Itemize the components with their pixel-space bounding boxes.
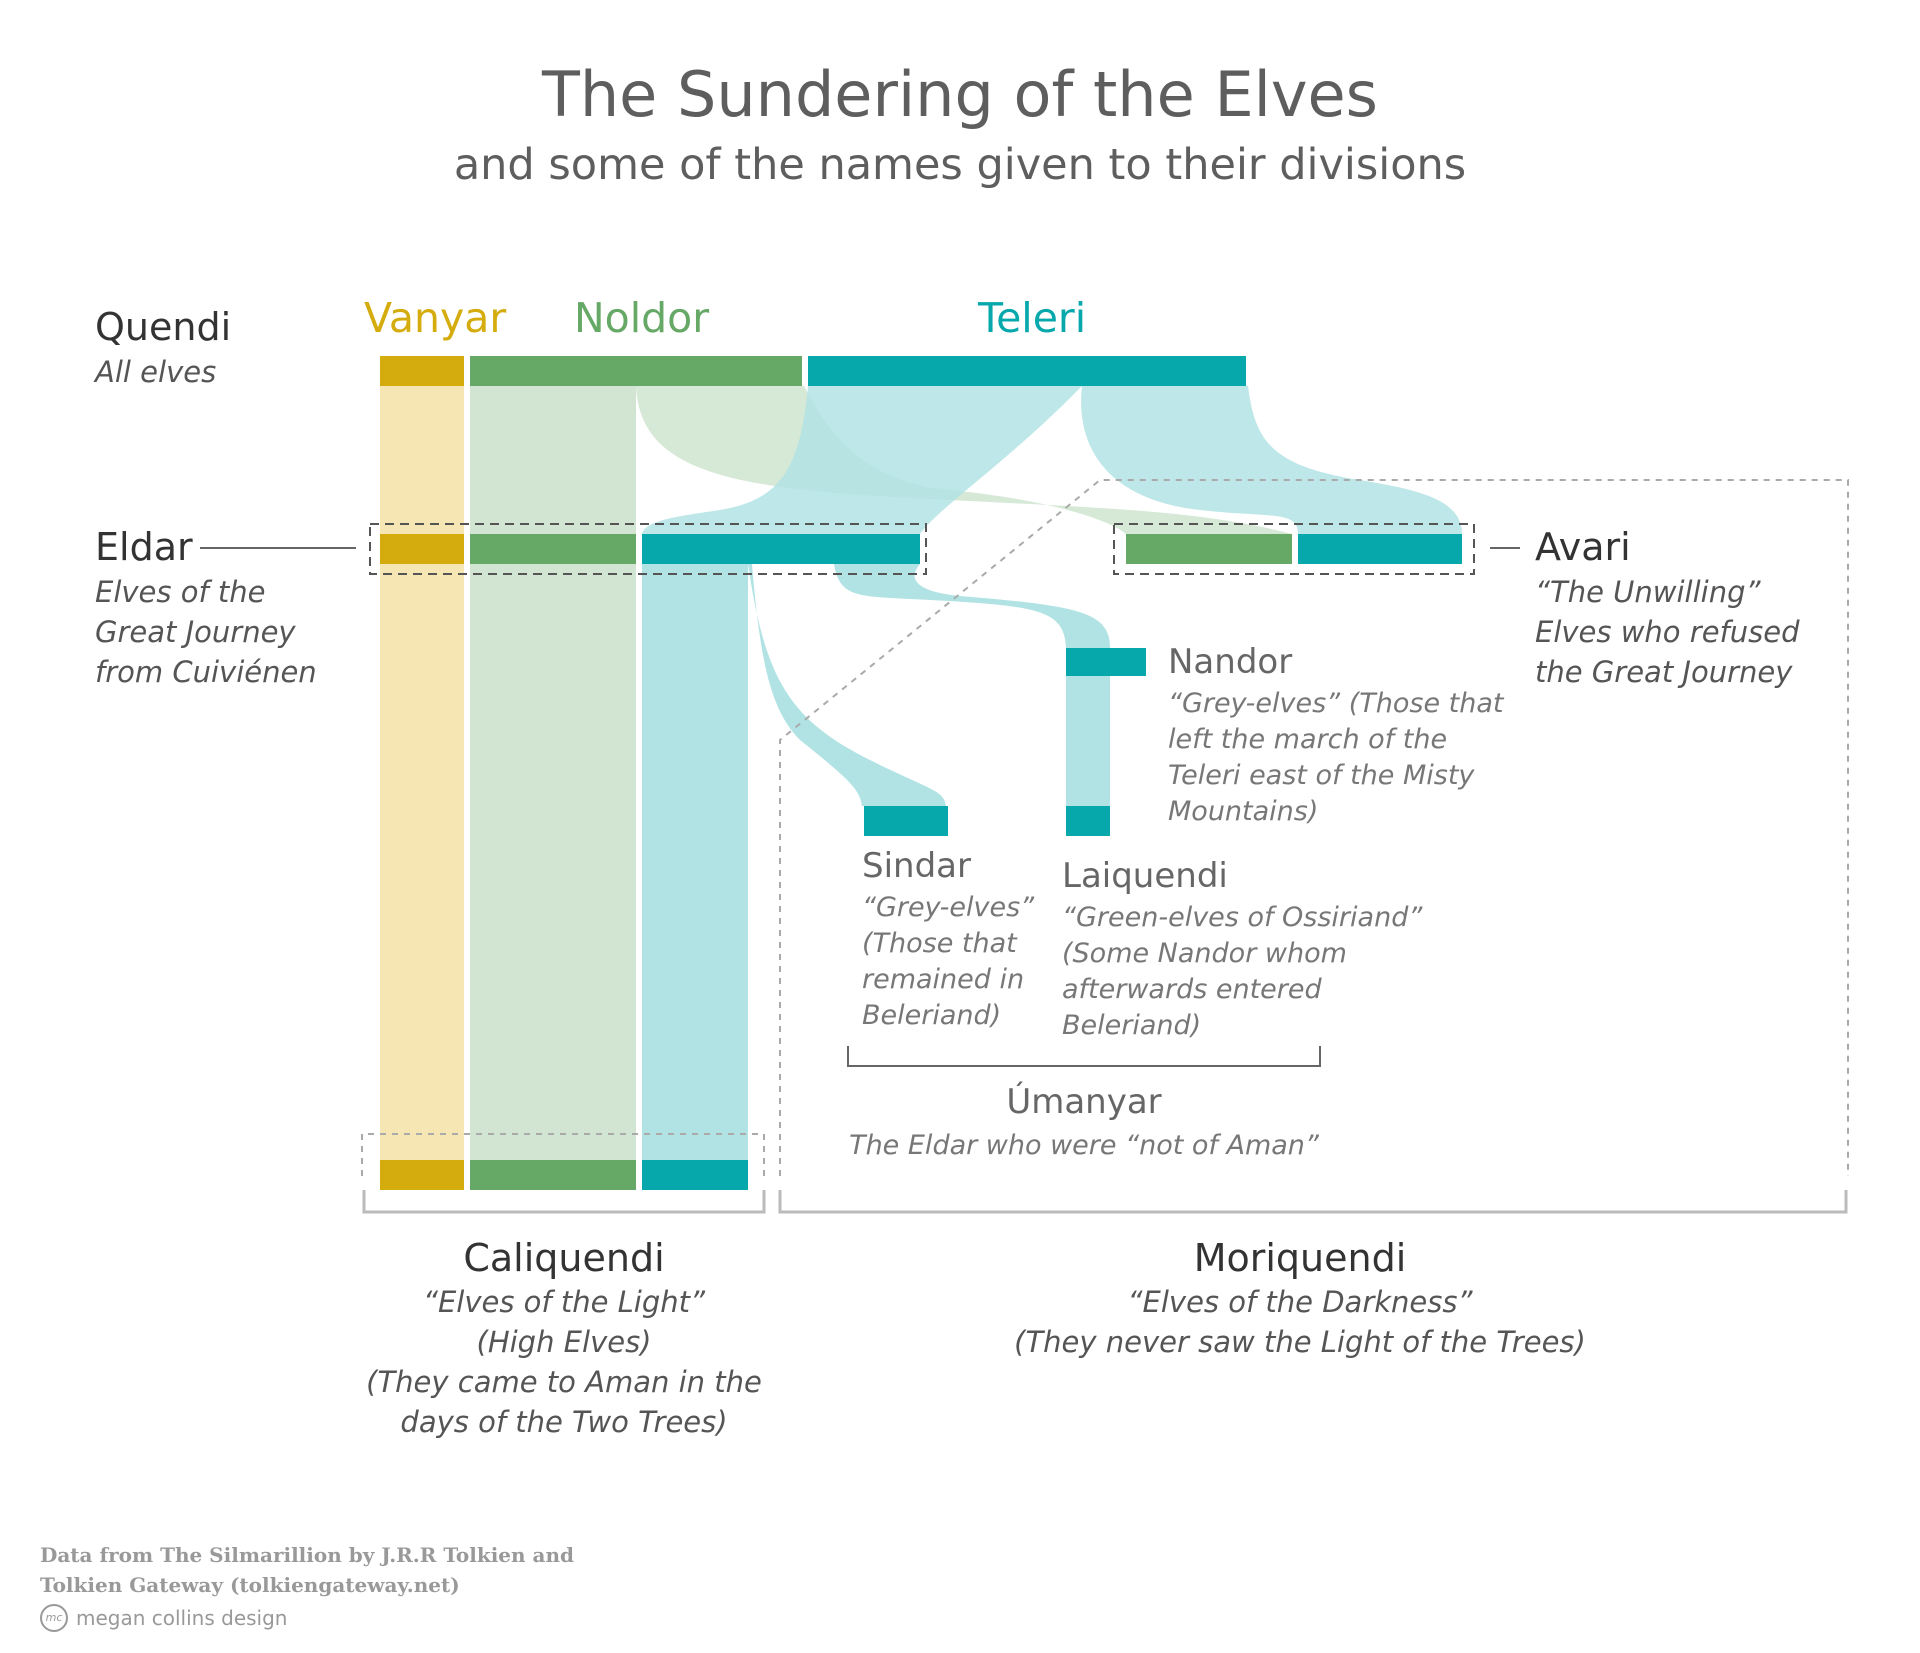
nandor-name: Nandor	[1168, 642, 1293, 682]
avari-desc-line: “The Unwilling”	[1535, 575, 1761, 609]
sindar-desc-line: remained in	[862, 964, 1025, 995]
umanyar-name: Úmanyar	[1006, 1082, 1162, 1122]
caliquendi-desc: “Elves of the Light” (High Elves) (They …	[314, 1282, 814, 1442]
moriquendi-desc-line: (They never saw the Light of the Trees)	[1014, 1325, 1586, 1359]
brand-logo: mc	[40, 1604, 68, 1632]
umanyar-bracket	[847, 1046, 1321, 1067]
avari-desc: “The Unwilling” Elves who refused the Gr…	[1535, 572, 1799, 692]
nandor-desc-line: Mountains)	[1168, 796, 1319, 827]
sindar-desc-line: “Grey-elves”	[862, 892, 1035, 923]
brand-text: megan collins design	[76, 1606, 288, 1630]
sindar-desc-line: Beleriand)	[862, 1000, 1002, 1031]
caliquendi-desc-line: (High Elves)	[476, 1325, 652, 1359]
bar-caliquendi-noldor	[470, 1160, 636, 1190]
dashed-outlines	[361, 479, 1849, 1176]
label-vanyar: Vanyar	[364, 294, 507, 342]
brackets	[362, 1190, 1848, 1214]
caliquendi-desc-line: days of the Two Trees)	[400, 1405, 728, 1439]
eldar-dashed-box	[369, 523, 927, 575]
data-credits: Data from The Silmarillion by J.R.R Tolk…	[40, 1540, 574, 1600]
flows	[380, 386, 1462, 1166]
bar-eldar-vanyar	[380, 534, 464, 564]
flow-noldor-to-caliquendi	[470, 386, 636, 1166]
bars	[380, 356, 1462, 1190]
bar-quendi-vanyar	[380, 356, 464, 386]
laiquendi-name: Laiquendi	[1062, 856, 1228, 896]
page-subtitle: and some of the names given to their div…	[453, 140, 1467, 190]
credit-line: Data from The Silmarillion by J.R.R Tolk…	[40, 1543, 575, 1567]
bar-quendi-noldor	[470, 356, 802, 386]
caliquendi-desc-line: “Elves of the Light”	[422, 1285, 706, 1319]
sindar-desc-line: (Those that	[862, 928, 1017, 959]
avari-desc-line: the Great Journey	[1535, 655, 1793, 689]
moriquendi-name: Moriquendi	[1193, 1236, 1407, 1280]
bar-caliquendi-vanyar	[380, 1160, 464, 1190]
moriquendi-desc: “Elves of the Darkness” (They never saw …	[1000, 1282, 1600, 1362]
flow-nandor-to-laiquendi	[1066, 676, 1110, 806]
flow-noldor-to-avari	[636, 386, 1292, 534]
credit-line: Tolkien Gateway (tolkiengateway.net)	[40, 1573, 460, 1597]
umanyar-desc: The Eldar who were “not of Aman”	[849, 1130, 1319, 1161]
caliquendi-bracket	[362, 1190, 766, 1214]
caliquendi-dashed-box	[361, 1133, 765, 1176]
sindar-desc: “Grey-elves” (Those that remained in Bel…	[862, 890, 1034, 1034]
sindar-name: Sindar	[862, 846, 971, 886]
quendi-name: Quendi	[95, 305, 232, 349]
bar-nandor	[1066, 648, 1146, 676]
moriquendi-desc-line: “Elves of the Darkness”	[1127, 1285, 1473, 1319]
label-teleri: Teleri	[978, 294, 1087, 342]
bar-quendi-teleri	[808, 356, 1246, 386]
label-noldor: Noldor	[574, 294, 710, 342]
page-title: The Sundering of the Elves	[541, 58, 1378, 131]
eldar-desc: Elves of the Great Journey from Cuiviéne…	[95, 572, 317, 692]
flow-vanyar-to-caliquendi	[380, 386, 464, 1166]
avari-name: Avari	[1535, 525, 1631, 569]
quendi-desc: All elves	[95, 355, 217, 389]
eldar-name: Eldar	[95, 525, 193, 569]
flow-teleri-to-nandor	[834, 564, 1110, 648]
eldar-desc-line: from Cuiviénen	[95, 655, 317, 689]
nandor-desc-line: “Grey-elves” (Those that	[1168, 688, 1504, 719]
bar-avari-noldor	[1126, 534, 1292, 564]
avari-dashed-box	[1113, 523, 1475, 575]
nandor-desc-line: left the march of the	[1168, 724, 1448, 755]
connectors	[200, 547, 1520, 1067]
laiquendi-desc: “Green-elves of Ossiriand” (Some Nandor …	[1062, 900, 1422, 1044]
laiquendi-desc-line: Beleriand)	[1062, 1010, 1202, 1041]
caliquendi-name: Caliquendi	[463, 1236, 665, 1280]
laiquendi-desc-line: “Green-elves of Ossiriand”	[1062, 902, 1423, 933]
laiquendi-desc-line: afterwards entered	[1062, 974, 1322, 1005]
moriquendi-dashed-outline	[779, 479, 1849, 1176]
nandor-desc-line: Teleri east of the Misty	[1168, 760, 1475, 791]
bar-avari-teleri	[1298, 534, 1462, 564]
moriquendi-bracket	[778, 1190, 1848, 1214]
brand: mc megan collins design	[40, 1604, 287, 1632]
bar-sindar	[864, 806, 948, 836]
flow-teleri-to-eldar	[642, 386, 1082, 534]
eldar-desc-line: Great Journey	[95, 615, 296, 649]
laiquendi-desc-line: (Some Nandor whom	[1062, 938, 1347, 969]
eldar-desc-line: Elves of the	[95, 575, 266, 609]
bar-laiquendi	[1066, 806, 1110, 836]
bar-eldar-noldor	[470, 534, 636, 564]
nandor-desc: “Grey-elves” (Those that left the march …	[1168, 686, 1503, 830]
flow-teleri-to-caliquendi	[642, 564, 748, 1166]
bar-eldar-teleri	[642, 534, 920, 564]
bar-caliquendi-teleri	[642, 1160, 748, 1190]
flow-teleri-to-avari	[1081, 386, 1462, 534]
avari-desc-line: Elves who refused	[1535, 615, 1800, 649]
flow-teleri-to-sindar	[748, 564, 946, 806]
caliquendi-desc-line: (They came to Aman in the	[366, 1365, 762, 1399]
